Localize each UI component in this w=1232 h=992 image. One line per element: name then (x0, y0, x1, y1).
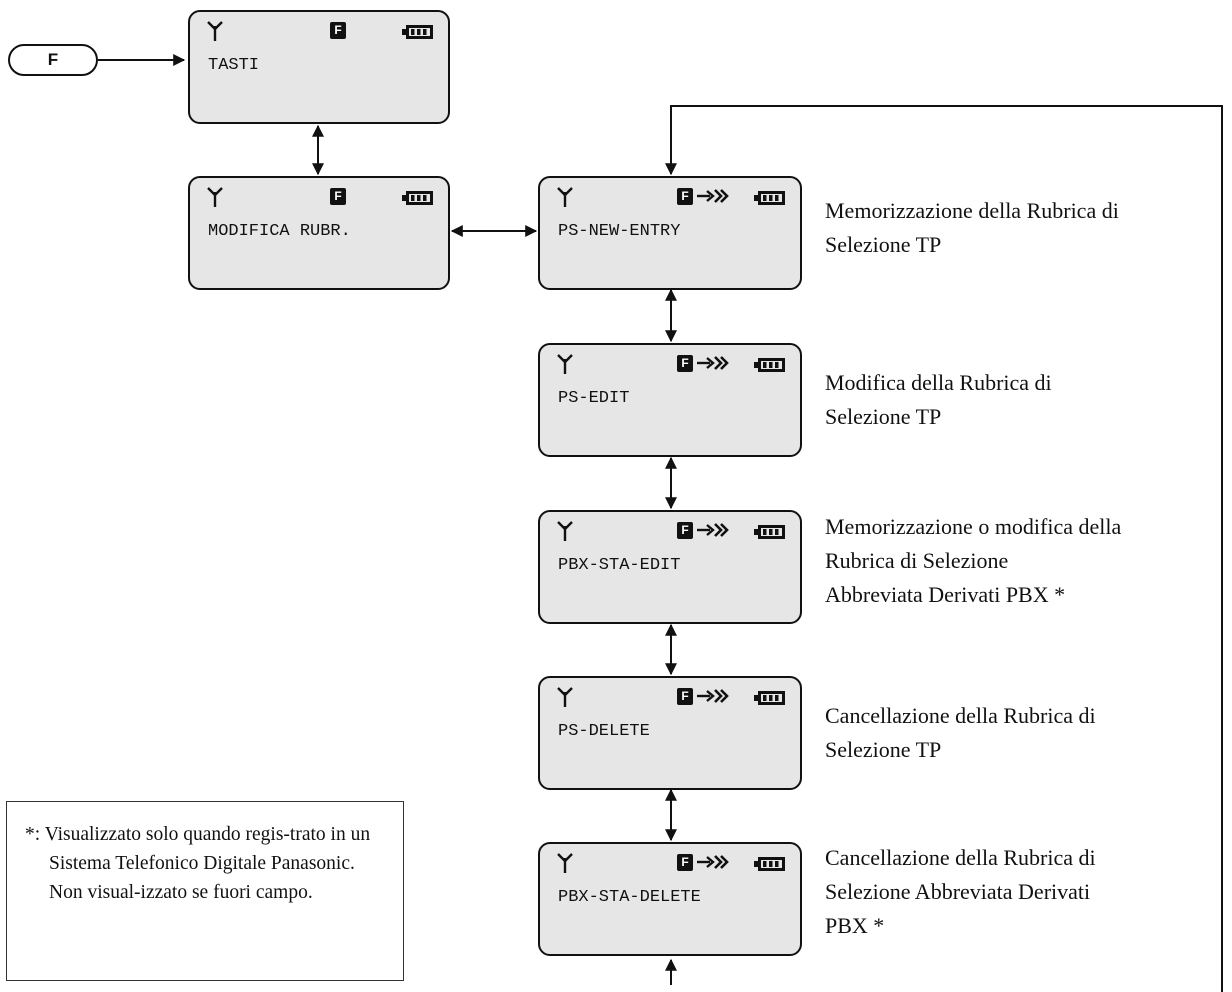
antenna-icon (556, 852, 574, 879)
loop-return-line (665, 105, 1223, 992)
navigation-arrow-icon (696, 187, 732, 210)
f-mode-icon: F (677, 854, 693, 871)
desc-line: PBX * (825, 913, 885, 938)
screen-ps-new-entry: F PS-NEW-ENTRY (538, 176, 802, 290)
antenna-icon (556, 353, 574, 380)
desc-ps-new-entry: Memorizzazione della Rubrica di Selezion… (825, 194, 1232, 262)
battery-icon (754, 857, 786, 876)
screen-pbx-sta-edit: F PBX-STA-EDIT (538, 510, 802, 624)
desc-line: Abbreviata Derivati PBX * (825, 582, 1066, 607)
battery-icon (402, 25, 434, 44)
desc-line: Cancellazione della Rubrica di (825, 845, 1096, 870)
desc-line: Selezione TP (825, 232, 942, 257)
screen-ps-edit: F PS-EDIT (538, 343, 802, 457)
navigation-arrow-icon (696, 853, 732, 876)
screen-text: PBX-STA-DELETE (558, 888, 701, 907)
desc-ps-delete: Cancellazione della Rubrica di Selezione… (825, 699, 1232, 767)
battery-icon (754, 191, 786, 210)
navigation-arrow-icon (696, 354, 732, 377)
screen-pbx-sta-delete: F PBX-STA-DELETE (538, 842, 802, 956)
f-mode-icon: F (677, 355, 693, 372)
screen-text: PS-NEW-ENTRY (558, 222, 681, 241)
f-mode-icon: F (677, 688, 693, 705)
screen-text: PBX-STA-EDIT (558, 556, 681, 575)
battery-icon (754, 525, 786, 544)
battery-icon (754, 358, 786, 377)
desc-line: Selezione Abbreviata Derivati (825, 879, 1091, 904)
antenna-icon (556, 186, 574, 213)
f-mode-icon: F (330, 22, 346, 39)
footnote-box: *: Visualizzato solo quando regis-trato … (6, 801, 404, 981)
screen-text: PS-EDIT (558, 389, 630, 408)
antenna-icon (556, 686, 574, 713)
desc-line: Rubrica di Selezione (825, 548, 1009, 573)
antenna-icon (206, 20, 224, 47)
desc-line: Modifica della Rubrica di (825, 370, 1052, 395)
screen-modifica-rubr: F MODIFICA RUBR. (188, 176, 450, 290)
desc-line: Memorizzazione o modifica della (825, 514, 1122, 539)
desc-line: Memorizzazione della Rubrica di (825, 198, 1119, 223)
desc-line: Selezione TP (825, 404, 942, 429)
navigation-arrow-icon (696, 521, 732, 544)
battery-icon (402, 191, 434, 210)
screen-ps-delete: F PS-DELETE (538, 676, 802, 790)
f-mode-icon: F (677, 188, 693, 205)
f-mode-icon: F (330, 188, 346, 205)
battery-icon (754, 691, 786, 710)
screen-tasti: F TASTI (188, 10, 450, 124)
f-key-button[interactable]: F (8, 44, 98, 76)
navigation-arrow-icon (696, 687, 732, 710)
desc-pbx-sta-edit: Memorizzazione o modifica della Rubrica … (825, 510, 1232, 612)
desc-ps-edit: Modifica della Rubrica di Selezione TP (825, 366, 1232, 434)
screen-text: TASTI (208, 56, 260, 75)
antenna-icon (206, 186, 224, 213)
desc-line: Selezione TP (825, 737, 942, 762)
f-mode-icon: F (677, 522, 693, 539)
antenna-icon (556, 520, 574, 547)
desc-pbx-sta-delete: Cancellazione della Rubrica di Selezione… (825, 841, 1232, 943)
desc-line: Cancellazione della Rubrica di (825, 703, 1096, 728)
screen-text: PS-DELETE (558, 722, 650, 741)
screen-text: MODIFICA RUBR. (208, 222, 351, 241)
